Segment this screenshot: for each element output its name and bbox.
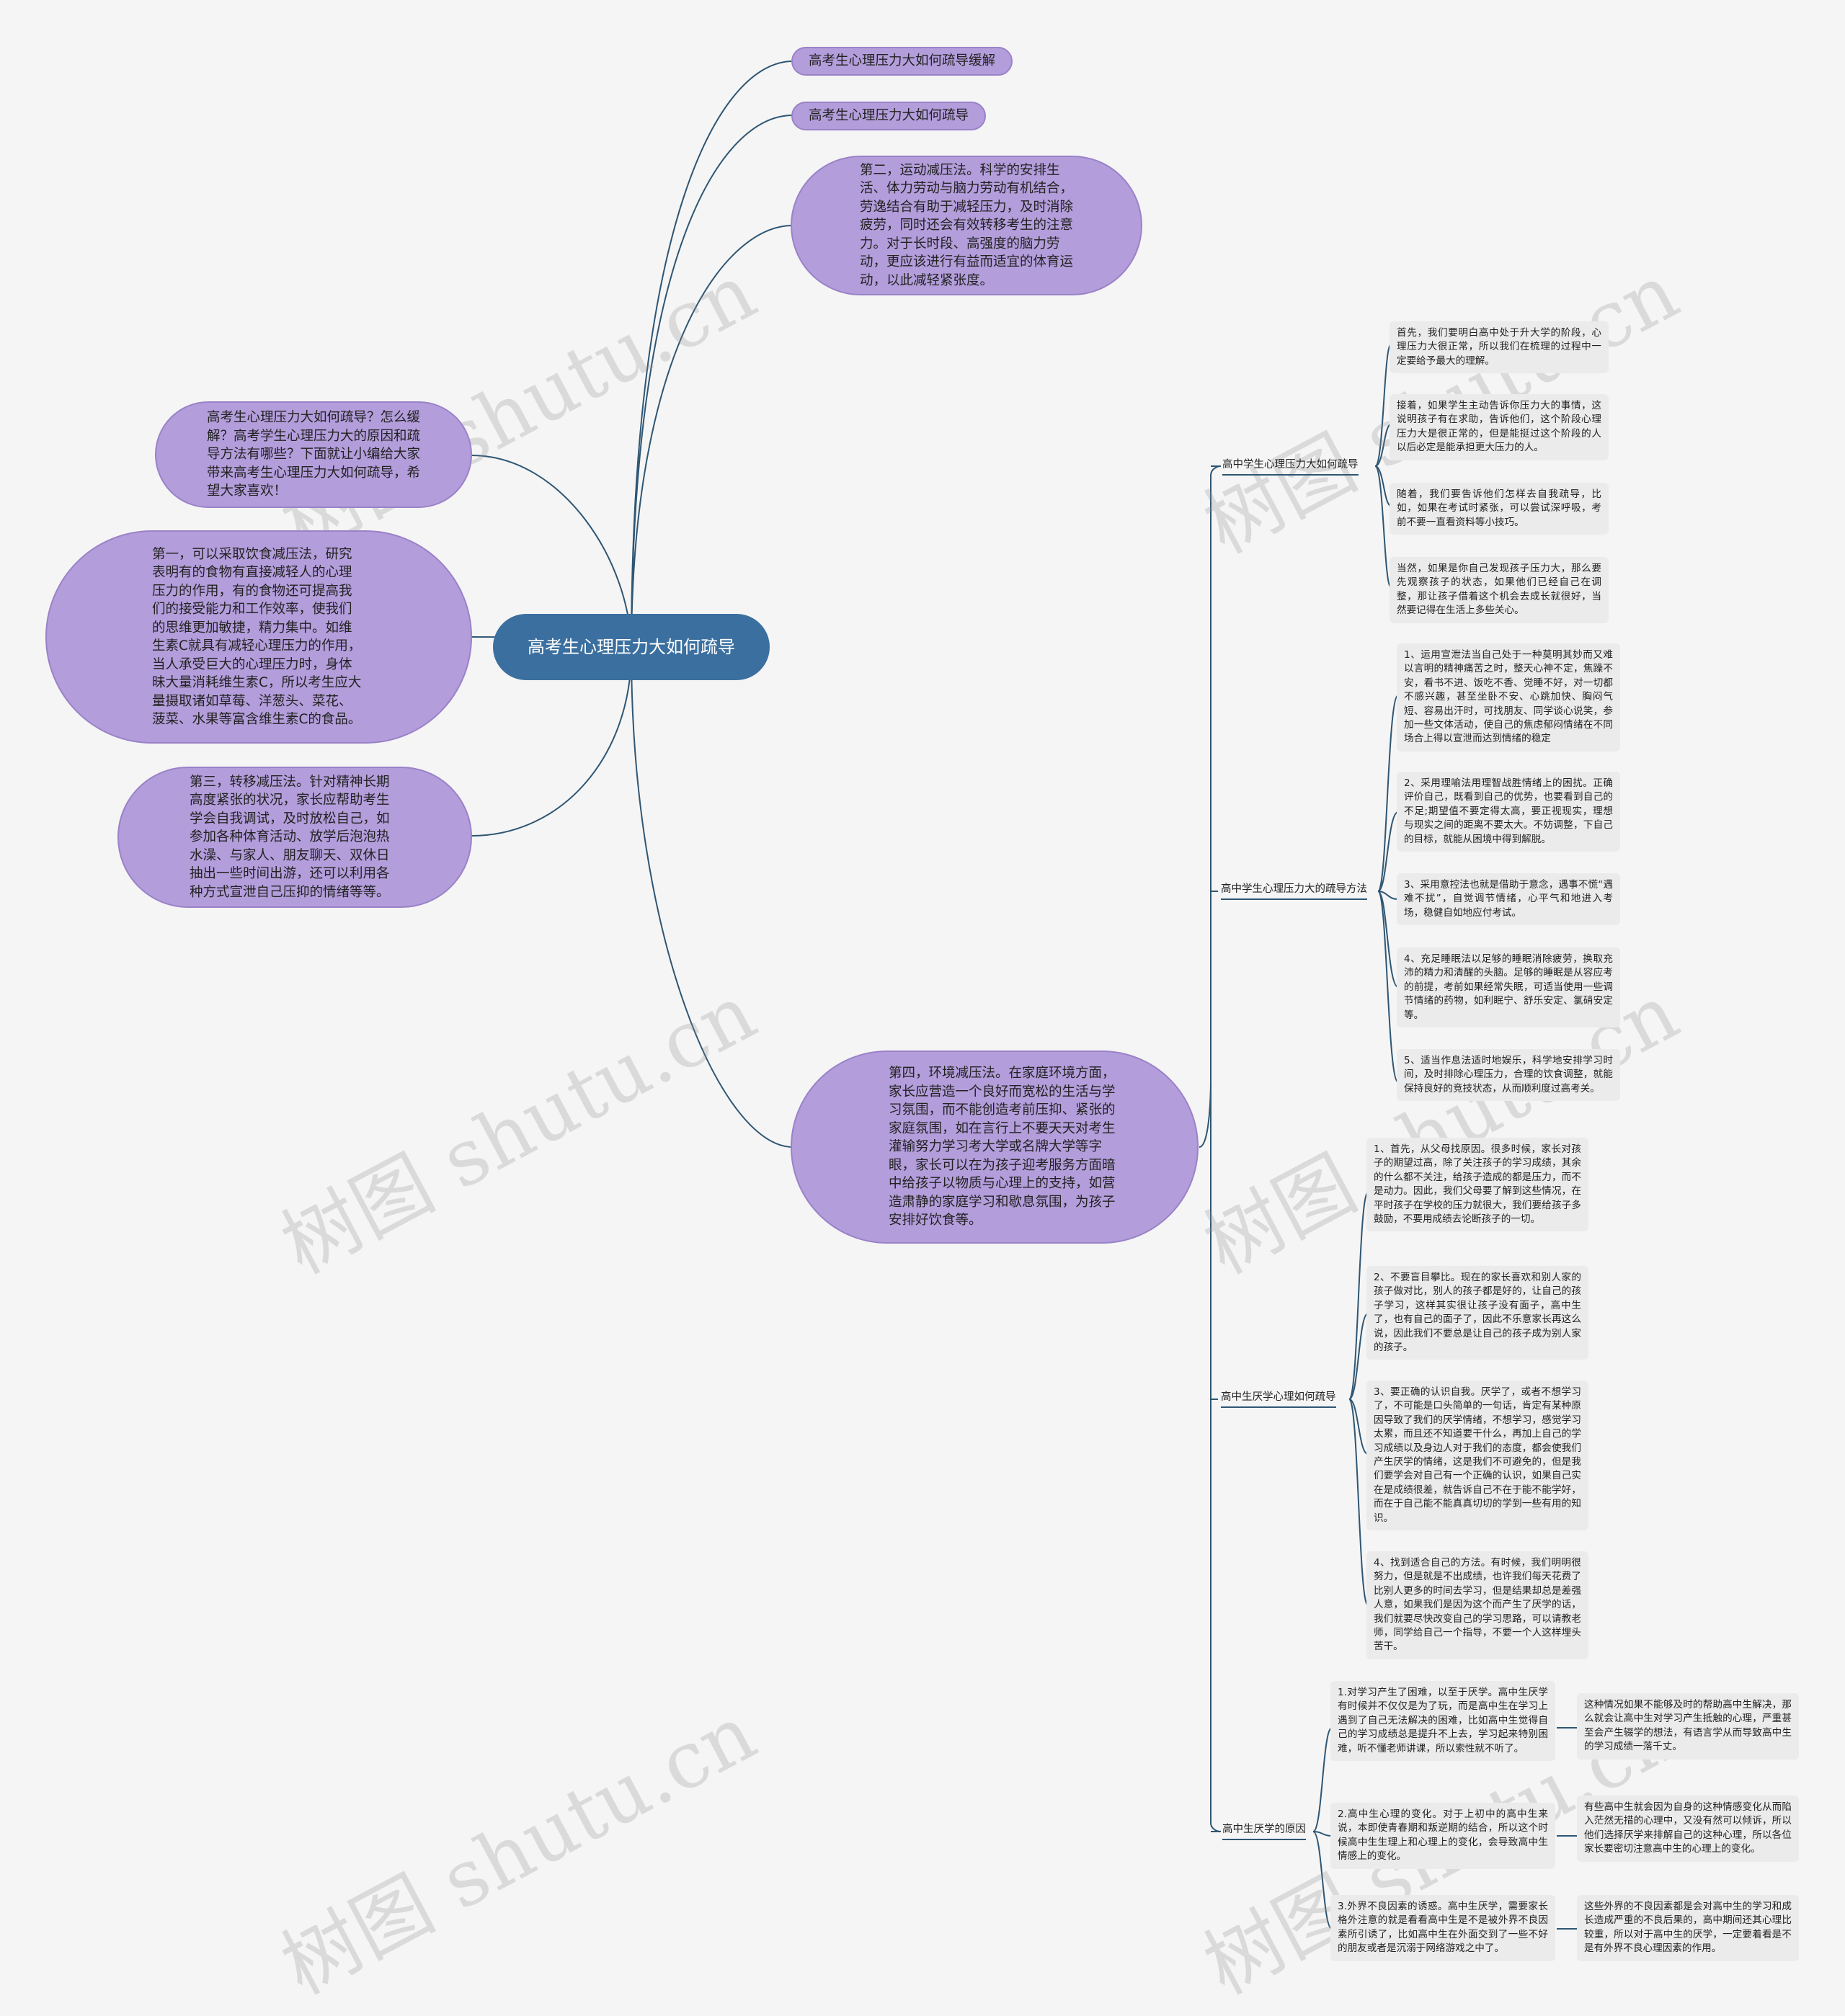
topic-pill-label: 高考生心理压力大如何疏导 <box>809 108 969 123</box>
topic-environment-relief[interactable]: 第四，环境减压法。在家庭环境方面，家长应营造一个良好而宽松的生活与学习氛围，而不… <box>791 1051 1199 1244</box>
link-b1-l1 <box>1374 344 1392 467</box>
effect-note: 这些外界的不良因素都是会对高中生的学习和成长造成严重的不良后果的，高中期间还其心… <box>1577 1895 1799 1961</box>
leaf-note: 2、不要盲目攀比。现在的家长喜欢和别人家的孩子做对比，别人的孩子都是好的，让自己… <box>1366 1266 1588 1360</box>
link-b3-l3 <box>1348 1399 1369 1455</box>
branch-label: 高中生厌学的原因 <box>1222 1824 1306 1835</box>
link-third <box>471 651 632 837</box>
branch-stress-methods[interactable]: 高中学生心理压力大的疏导方法 <box>1221 882 1367 900</box>
link-top-pill-2 <box>631 115 793 652</box>
branch-label: 高中学生心理压力大如何疏导 <box>1222 459 1359 470</box>
link-b1-l2 <box>1374 424 1392 467</box>
topic-text: 第四，环境减压法。在家庭环境方面，家长应营造一个良好而宽松的生活与学习氛围，而不… <box>889 1066 1116 1228</box>
link-b1-l4 <box>1374 465 1392 588</box>
topic-diet-relief[interactable]: 第一，可以采取饮食减压法，研究表明有的食物有直接减轻人的心理压力的作用，有的食物… <box>45 530 472 744</box>
leaf-note: 5、适当作息法适时地娱乐，科学地安排学习时间，及时排除心理压力，合理的饮食调整，… <box>1397 1049 1620 1102</box>
spine <box>1210 465 1222 1832</box>
cause-note: 1.对学习产生了困难，以至于厌学。高中生厌学有时候并不仅仅是为了玩，而是高中生在… <box>1330 1681 1555 1762</box>
cause-note: 3.外界不良因素的诱惑。高中生厌学，需要家长格外注意的就是看看高中生是不是被外界… <box>1330 1895 1555 1961</box>
link-b3-l1 <box>1348 1192 1369 1400</box>
topic-text: 第一，可以采取饮食减压法，研究表明有的食物有直接减轻人的心理压力的作用，有的食物… <box>152 546 362 728</box>
branch-aversion-guidance[interactable]: 高中生厌学心理如何疏导 <box>1221 1390 1336 1408</box>
cause-note: 2.高中生心理的变化。对于上初中的高中生来说，本即使青春期和叛逆期的结合，所以这… <box>1330 1803 1555 1869</box>
leaf-note: 4、充足睡眠法以足够的睡眠消除疲劳，换取充沛的精力和清醒的头脑。足够的睡眠是从容… <box>1397 947 1620 1028</box>
leaf-note: 3、采用意控法也就是借助于意念，遇事不慌“遇难不扰”，自觉调节情绪，心平气和地进… <box>1397 873 1620 926</box>
central-topic[interactable]: 高考生心理压力大如何疏导 <box>493 614 770 680</box>
topic-pill-label: 高考生心理压力大如何疏导缓解 <box>809 53 996 68</box>
topic-pill-guidance[interactable]: 高考生心理压力大如何疏导 <box>791 102 987 130</box>
topic-exercise-relief[interactable]: 第二，运动减压法。科学的安排生活、体力劳动与脑力劳动有机结合，劳逸结合有助于减轻… <box>791 156 1142 295</box>
link-b2-l1 <box>1377 695 1399 892</box>
leaf-note: 当然，如果是你自己发现孩子压力大，那么要先观察孩子的状态，如果他们已经自己在调整… <box>1390 557 1609 623</box>
link-fourth <box>631 651 793 1148</box>
link-b3-l4 <box>1348 1399 1369 1606</box>
link-b2-l2 <box>1377 811 1399 892</box>
topic-text: 高考生心理压力大如何疏导？怎么缓解？高考学生心理压力大的原因和疏导方法有哪些？下… <box>207 410 421 499</box>
leaf-note: 接着，如果学生主动告诉你压力大的事情，这说明孩子有在求助，告诉他们，这个阶段心理… <box>1390 394 1609 460</box>
topic-text: 第二，运动减压法。科学的安排生活、体力劳动与脑力劳动有机结合，劳逸结合有助于减轻… <box>860 162 1074 288</box>
topic-pill-relief[interactable]: 高考生心理压力大如何疏导缓解 <box>791 47 1013 76</box>
central-topic-label: 高考生心理压力大如何疏导 <box>528 637 735 657</box>
link-second <box>631 225 793 652</box>
link-top-pill-1 <box>631 61 793 652</box>
leaf-note: 1、首先，从父母找原因。很多时候，家长对孩子的期望过高，除了关注孩子的学习成绩，… <box>1366 1138 1588 1232</box>
branch-stress-guidance[interactable]: 高中学生心理压力大如何疏导 <box>1222 458 1359 476</box>
link-b2-l5 <box>1377 891 1399 1083</box>
link-b2-l3 <box>1377 891 1399 900</box>
topic-intro[interactable]: 高考生心理压力大如何疏导？怎么缓解？高考学生心理压力大的原因和疏导方法有哪些？下… <box>155 401 472 508</box>
link-b3-l2 <box>1348 1313 1369 1400</box>
leaf-note: 4、找到适合自己的方法。有时候，我们明明很努力，但是就是不出成绩，也许我们每天花… <box>1366 1551 1588 1659</box>
effect-note: 这种情况如果不能够及时的帮助高中生解决，那么就会让高中生对学习产生抵触的心理，严… <box>1577 1693 1799 1759</box>
link-b4-c1 <box>1312 1727 1333 1832</box>
leaf-note: 1、运用宣泄法当自己处于一种莫明其妙而又难以言明的精神痛苦之时，整天心神不定，焦… <box>1397 643 1620 751</box>
branch-label: 高中学生心理压力大的疏导方法 <box>1221 883 1367 895</box>
link-b1-l3 <box>1374 465 1392 507</box>
branch-aversion-causes[interactable]: 高中生厌学的原因 <box>1222 1822 1306 1840</box>
branch-label: 高中生厌学心理如何疏导 <box>1221 1391 1336 1403</box>
topic-text: 第三，转移减压法。针对精神长期高度紧张的状况，家长应帮助考生学会自我调试，及时放… <box>190 774 390 900</box>
link-b2-l4 <box>1377 891 1399 988</box>
topic-shift-relief[interactable]: 第三，转移减压法。针对精神长期高度紧张的状况，家长应帮助考生学会自我调试，及时放… <box>117 767 472 908</box>
leaf-note: 首先，我们要明白高中处于升大学的阶段，心理压力大很正常，所以我们在梳理的过程中一… <box>1390 321 1609 374</box>
link-fourth-spine <box>1199 1080 1212 1148</box>
leaf-note: 随着，我们要告诉他们怎样去自我疏导，比如，如果在考试时紧张，可以尝试深呼吸，考前… <box>1390 483 1609 535</box>
effect-note: 有些高中生就会因为自身的这种情感变化从而陷入茫然无措的心理中，又没有然可以倾诉，… <box>1577 1796 1799 1862</box>
leaf-note: 2、采用理喻法用理智战胜情绪上的困扰。正确评价自己，既看到自己的优势，也要看到自… <box>1397 772 1620 852</box>
link-b4-c3 <box>1312 1831 1333 1930</box>
leaf-note: 3、要正确的认识自我。厌学了，或者不想学习了，不可能是口头简单的一句话，肯定有某… <box>1366 1381 1588 1531</box>
link-b4-c2 <box>1312 1831 1333 1837</box>
